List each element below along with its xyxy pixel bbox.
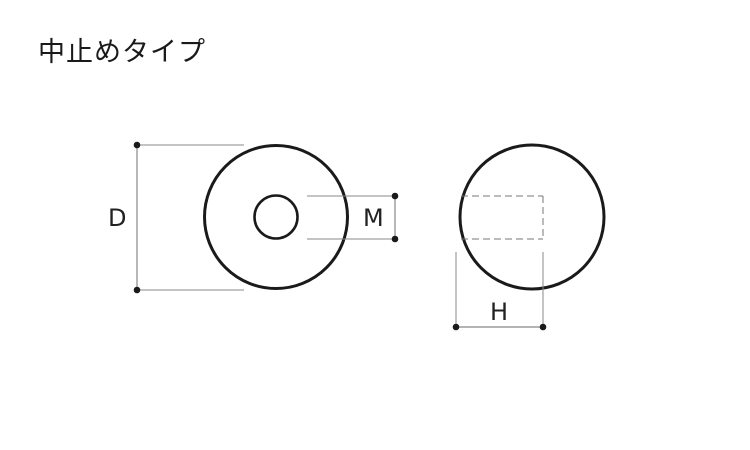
- inner-hole-circle: [253, 194, 299, 240]
- label-h: H: [490, 298, 508, 326]
- diagram-title: 中止めタイプ: [38, 37, 206, 68]
- dimension-dot: [452, 323, 460, 331]
- dimension-dot: [133, 286, 141, 294]
- side-view: H: [452, 143, 606, 331]
- label-d: D: [108, 204, 126, 232]
- dimension-dot: [539, 323, 547, 331]
- outer-circle: [203, 144, 349, 290]
- dimension-d: D: [108, 141, 244, 294]
- dimension-m: M: [307, 192, 399, 243]
- dimension-dot: [391, 192, 399, 200]
- front-view: D M: [108, 141, 399, 294]
- dimension-h: H: [452, 252, 547, 331]
- label-m: M: [363, 204, 384, 232]
- dimension-dot: [133, 141, 141, 149]
- dimension-dot: [391, 235, 399, 243]
- side-circle: [458, 143, 606, 291]
- hidden-hole-outline: [461, 195, 544, 240]
